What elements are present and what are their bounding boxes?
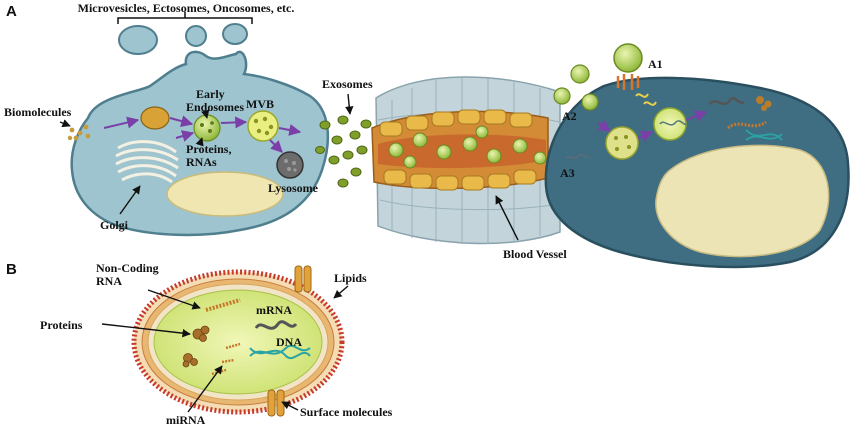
golgi-icon: [115, 140, 179, 184]
biomolecules-label: Biomolecules: [4, 105, 72, 119]
early-endosome-icon: [140, 106, 170, 130]
a1-label: A1: [648, 57, 663, 71]
biomolecules-icon: [67, 124, 91, 141]
lysosome-label: Lysosome: [268, 181, 319, 195]
panel-b-label: B: [6, 261, 17, 278]
source-nucleus: [166, 171, 284, 217]
non-coding-label-1: Non-Coding: [96, 261, 159, 275]
protein-icon: [182, 325, 210, 368]
surface-molecule-top-icon: [294, 265, 312, 293]
golgi-label: Golgi: [100, 218, 129, 232]
recipient-cell: [544, 76, 850, 269]
a1-exosome-icon: [613, 43, 657, 106]
endosome-icon: [193, 114, 221, 142]
blood-vessel-icon: [371, 76, 561, 245]
mirna-label: miRNA: [166, 413, 206, 427]
exosomes-label: Exosomes: [322, 77, 373, 91]
microvesicles-icon: [118, 23, 248, 55]
recipient-nucleus: [655, 144, 830, 258]
microvesicles-bracket: [117, 17, 253, 24]
a2-label: A2: [562, 109, 577, 123]
mvb-icon: [247, 110, 279, 142]
proteins-rnas-label-1: Proteins,: [186, 142, 231, 156]
early-endosomes-label-2: Endosomes: [186, 100, 244, 114]
lysosome-icon: [276, 151, 304, 179]
dna-icon: [249, 344, 311, 359]
dna-label: DNA: [276, 335, 302, 349]
dna-icon-a: [745, 129, 783, 141]
non-coding-rna-icon: [205, 298, 241, 312]
a3-label: A3: [560, 166, 575, 180]
a2-exosomes-icon: [553, 64, 599, 111]
proteins-label: Proteins: [40, 318, 83, 332]
mrna-icon: [254, 320, 298, 330]
panel-a-label: A: [6, 3, 17, 20]
mrna-label: mRNA: [256, 303, 292, 317]
blood-vessel-label: Blood Vessel: [503, 247, 567, 261]
microvesicles-label: Microvesicles, Ectosomes, Oncosomes, etc…: [78, 1, 295, 15]
mvb-label: MVB: [246, 97, 274, 111]
non-coding-label-2: RNA: [96, 274, 122, 288]
proteins-rnas-label-2: RNAs: [186, 155, 217, 169]
lipids-label: Lipids: [334, 271, 367, 285]
exosomes-icon: [315, 115, 372, 188]
early-endosomes-label-1: Early: [196, 87, 225, 101]
surface-molecules-label: Surface molecules: [300, 405, 393, 419]
exosome-structure: [131, 265, 345, 417]
